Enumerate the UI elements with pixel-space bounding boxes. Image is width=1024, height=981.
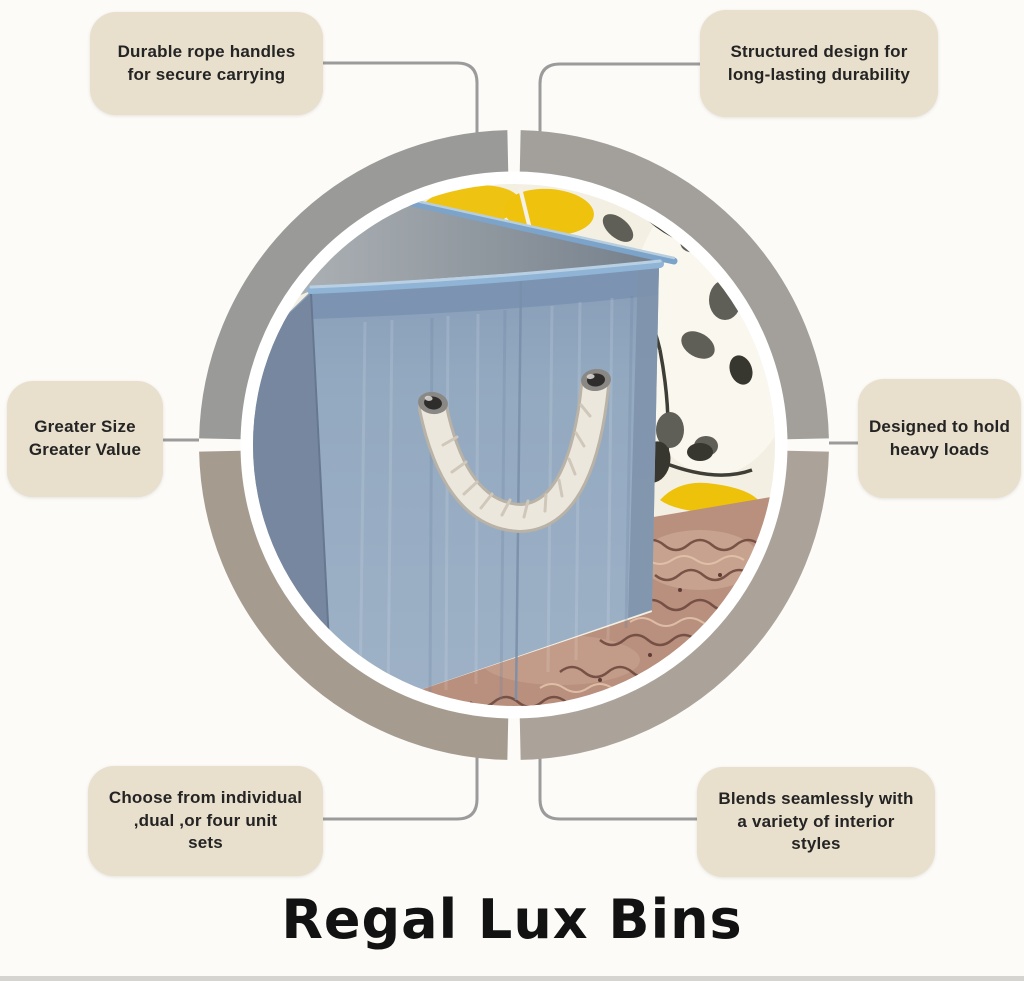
callout-text: Choose from individual [108,787,303,807]
poster-title: Regal Lux Bins [281,888,743,951]
callout-text: Designed to hold [868,416,1011,436]
callout-unit-sets: Choose from individual ,dual ,or four un… [88,766,323,876]
ring-segment-bottom-right [519,450,829,760]
back-rim-trim [399,197,678,265]
callout-text: Durable rope handles [117,41,296,61]
rope-twists [441,403,592,519]
callout-text: a variety of interior [737,811,895,831]
segmented-ring [199,130,829,760]
callout-structured-design: Structured design for long-lasting durab… [700,10,938,117]
callout-text: ,dual ,or four unit [133,810,278,830]
bottom-edge-strip [0,976,1024,981]
ring-segment-top-left [199,130,509,440]
callout-greater-size: Greater Size Greater Value [7,381,163,497]
ring-segment-bottom-left [199,450,509,760]
callout-text: Greater Size [34,417,136,437]
inner-white-ring [240,171,788,719]
bin-body [253,265,659,706]
callout-text: Blends seamlessly with [718,788,914,808]
connector-lines [163,61,858,821]
bin-top-band [311,265,659,319]
front-rim-trim [307,260,664,294]
callout-text: sets [188,833,223,853]
yellow-flower [504,188,594,236]
callout-text: for secure carrying [127,64,286,84]
callout-text: Greater Value [28,440,142,459]
connector-top-right [538,62,700,132]
callout-interior-styles: Blends seamlessly with a variety of inte… [697,767,935,877]
bin-right-shade [628,265,659,618]
callout-text: styles [791,834,841,854]
rope-handle [418,371,610,534]
callout-text: long-lasting durability [727,64,911,84]
callout-text: Structured design for [730,41,908,61]
grommet-right [581,368,611,392]
connector-top-left [323,61,479,133]
connector-bottom-left [323,757,479,821]
callout-text: heavy loads [889,439,990,459]
grommet-left [418,391,448,415]
bin-center-seam [514,276,523,701]
product-photo [253,184,775,706]
callout-durable-handles: Durable rope handles for secure carrying [90,12,323,115]
connector-bottom-right [538,758,697,821]
bin-interior [253,202,672,320]
ring-segment-top-right [519,130,829,440]
callout-heavy-loads: Designed to hold heavy loads [858,379,1021,498]
